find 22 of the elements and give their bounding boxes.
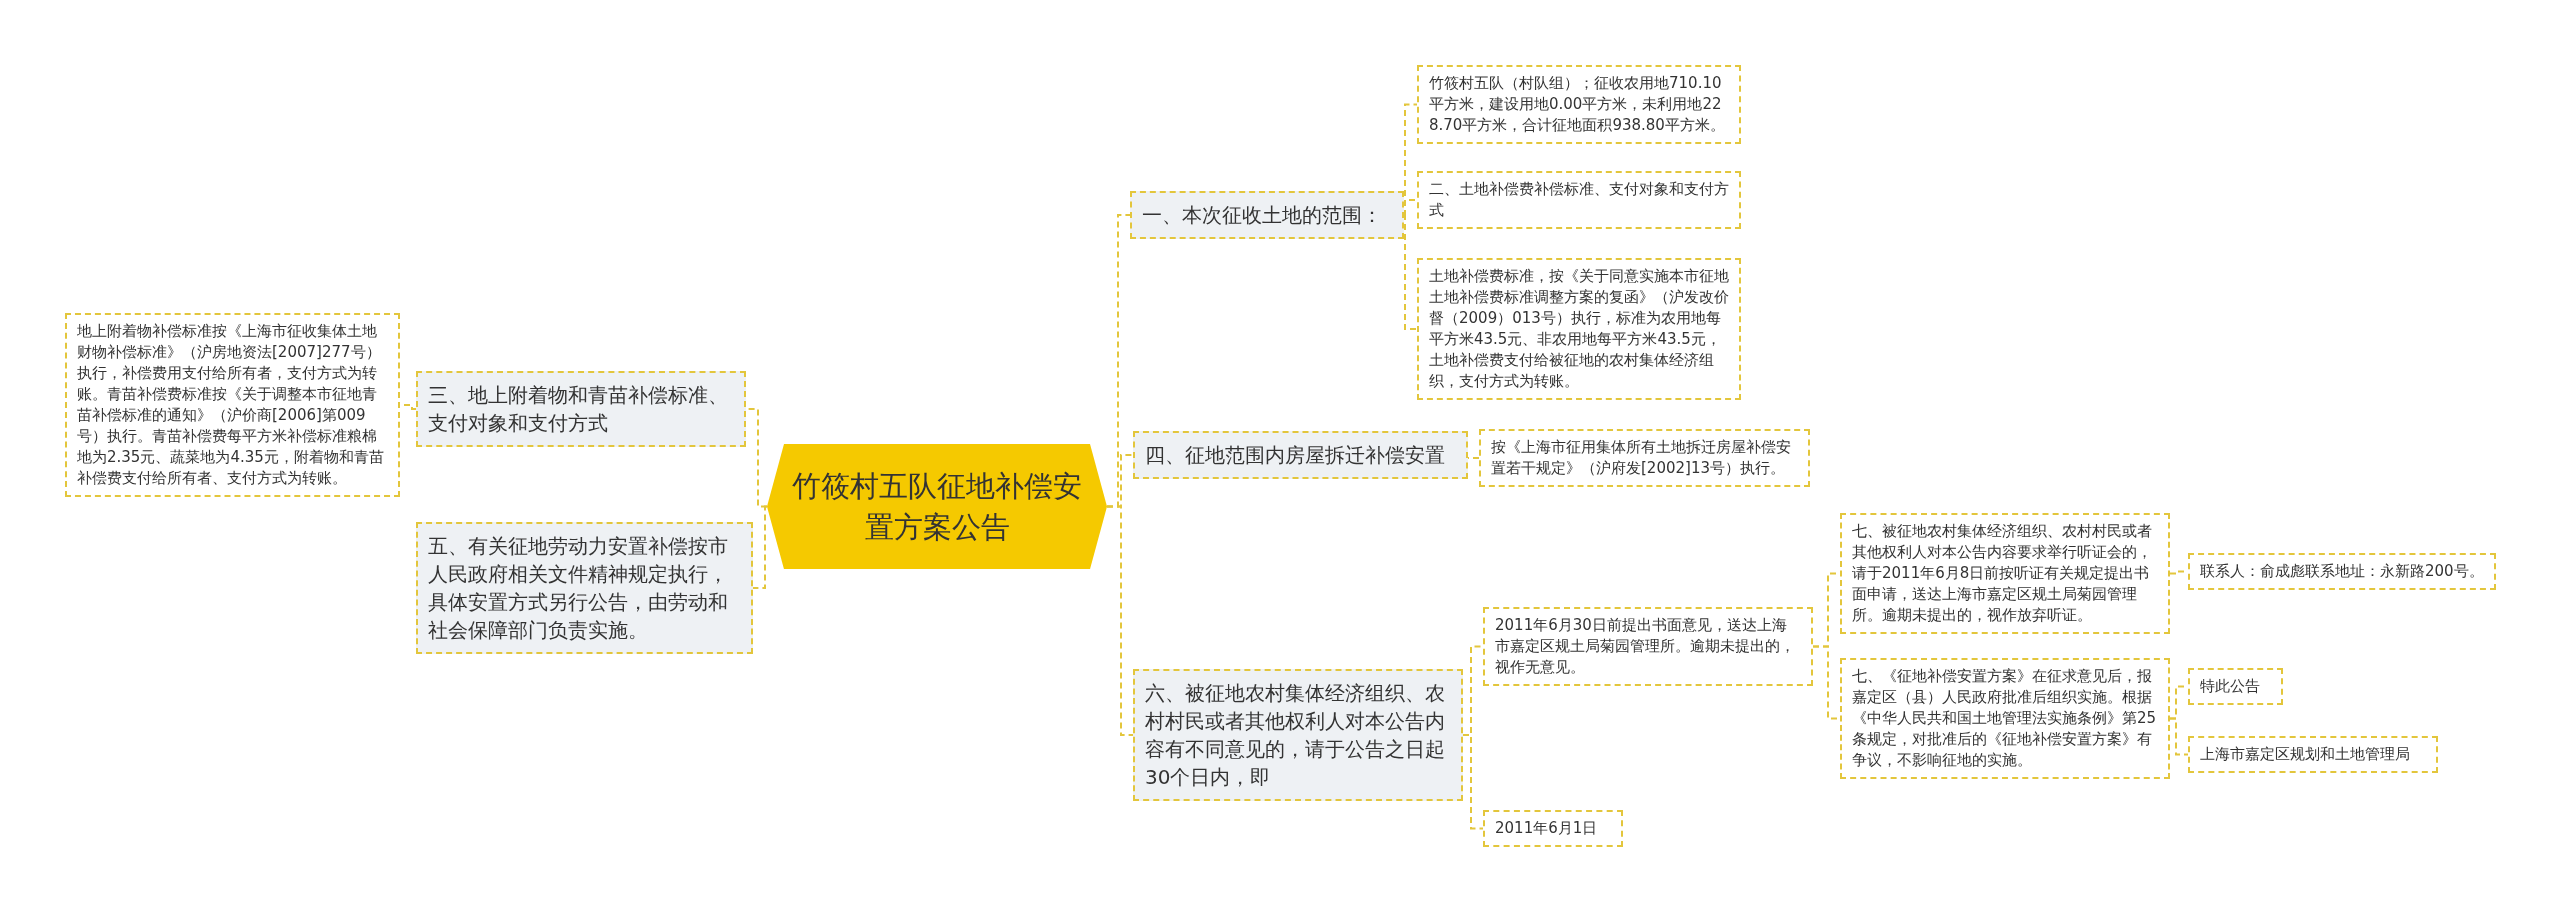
connector-line: [1106, 505, 1134, 736]
subtopic-box: 土地补偿费标准，按《关于同意实施本市征地土地补偿费标准调整方案的复函》（沪发改价督（2009）013号）执行，标准为农用地每平方米43.5元、非农用地每平方米43.5元，土地补偿费支付给被征地的农村集体经济组织，支付方式为转账。: [1417, 258, 1741, 400]
subtopic-box: 二、土地补偿费补偿标准、支付对象和支付方式: [1417, 171, 1741, 229]
topic-box: 六、被征地农村集体经济组织、农村村民或者其他权利人对本公告内容有不同意见的，请于公告之日起30个日内，即: [1133, 669, 1463, 801]
subtopic-box: 联系人：俞成彪联系地址：永新路200号。: [2188, 553, 2496, 590]
subtopic-box: 特此公告: [2188, 668, 2283, 705]
topic-box: 四、征地范围内房屋拆迁补偿安置: [1133, 431, 1468, 479]
connector-line: [752, 505, 768, 589]
subtopic-box: 七、《征地补偿安置方案》在征求意见后，报嘉定区（县）人民政府批准后组织实施。根据《中华人民共和国土地管理法实施条例》第25条规定，对批准后的《征地补偿安置方案》有争议，不影响征地的实施。: [1840, 658, 2170, 779]
subtopic-box: 地上附着物补偿标准按《上海市征收集体土地财物补偿标准》（沪房地资法[2007]277号）执行，补偿费用支付给所有者，支付方式为转账。青苗补偿费标准按《关于调整本市征地青苗补偿标准的通知》（沪价商[2006]第009号）执行。青苗补偿费每平方米补偿标准粮棉地为2.35元、蔬菜地为4.35元，附着物和青苗补偿费支付给所有者、支付方式为转账。: [65, 313, 400, 497]
subtopic-box: 上海市嘉定区规划和土地管理局: [2188, 736, 2438, 773]
subtopic-box: 按《上海市征用集体所有土地拆迁房屋补偿安置若干规定》（沪府发[2002]13号）执行。: [1479, 429, 1810, 487]
topic-box: 三、地上附着物和青苗补偿标准、支付对象和支付方式: [416, 371, 746, 447]
connector-line: [2169, 717, 2189, 756]
topic-box: 一、本次征收土地的范围：: [1130, 191, 1404, 239]
connector-line: [1462, 734, 1484, 830]
subtopic-box: 七、被征地农村集体经济组织、农村村民或者其他权利人对本公告内容要求举行听证会的，请于2011年6月8日前按听证有关规定提出书面申请，送达上海市嘉定区规土局菊园管理所。逾期未提出的，视作放弃听证。: [1840, 513, 2170, 634]
subtopic-box: 2011年6月1日: [1483, 810, 1623, 847]
subtopic-box: 2011年6月30日前提出书面意见，送达上海市嘉定区规土局菊园管理所。逾期未提出的，视作无意见。: [1483, 607, 1813, 686]
central-topic-hexagon: 竹筱村五队征地补偿安置方案公告: [767, 444, 1107, 570]
topic-box: 五、有关征地劳动力安置补偿按市人民政府相关文件精神规定执行，具体安置方式另行公告，由劳动和社会保障部门负责实施。: [416, 522, 753, 654]
subtopic-box: 竹筱村五队（村队组）；征收农用地710.10平方米，建设用地0.00平方米，未利用地228.70平方米，合计征地面积938.80平方米。: [1417, 65, 1741, 144]
